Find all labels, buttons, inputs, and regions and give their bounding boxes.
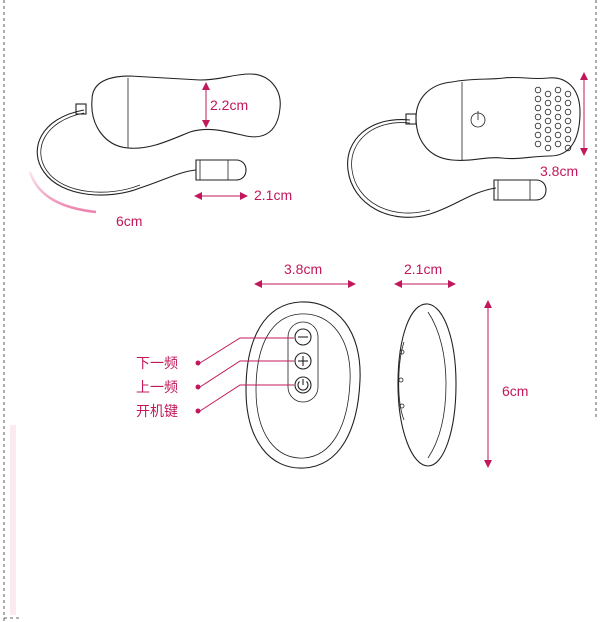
egg-side-body [415,76,581,161]
texture-dot [564,117,572,125]
button-callouts: 下一频 上一频 开机键 [136,337,294,420]
power-icon [297,379,309,391]
texture-dot [534,131,542,139]
remote-depth-dimension: 2.1cm [394,261,456,288]
egg-front-cable [36,109,197,196]
texture-dot [544,144,552,152]
plus-icon [298,356,308,366]
texture-dot [534,122,542,130]
egg-front-length-label: 6cm [116,213,142,229]
texture-dot [564,108,572,116]
remote-side-view [397,303,457,467]
texture-dot [534,104,542,112]
texture-dot [544,108,552,116]
texture-dot [564,90,572,98]
texture-dot [544,135,552,143]
egg-side-height-label: 3.8cm [540,163,578,179]
remote-plus-button[interactable] [294,352,312,370]
texture-dot [534,140,542,148]
egg-front-view: 2.2cm 2.1cm 6cm [28,73,292,229]
remote-width-dimension: 3.8cm [254,261,356,288]
texture-dot [564,144,572,152]
svg-text:3.8cm: 3.8cm [284,261,322,277]
egg-front-width-label: 2.2cm [210,97,248,113]
egg-front-body [91,73,281,149]
texture-dot [544,90,552,98]
egg-power-icon [470,111,486,128]
egg-side-cable [347,119,497,218]
texture-dot [534,86,542,94]
texture-dot [554,86,562,94]
egg-side-view: 3.8cm [347,72,588,218]
egg-front-plug-label: 2.1cm [254,187,292,203]
remote-height-dimension: 6cm [484,300,528,468]
egg-front-length-arc [28,171,97,214]
callout-label-power-key: 开机键 [136,404,178,420]
texture-dot [564,99,572,107]
texture-dot [554,104,562,112]
texture-dot [534,95,542,103]
texture-dot [544,126,552,134]
callout-label-next-frequency: 上一频 [136,380,178,396]
texture-dot [554,113,562,121]
texture-dot [544,99,552,107]
texture-dot [554,122,562,130]
egg-side-plug [493,179,547,201]
texture-dot [564,135,572,143]
texture-dot [564,126,572,134]
egg-dot-texture [534,86,572,152]
remote-minus-button[interactable] [294,328,312,346]
texture-dot [554,131,562,139]
texture-dot [554,140,562,148]
remote-power-button[interactable] [294,376,312,394]
faint-edge-strip [10,425,16,615]
callout-label-prev-frequency: 下一频 [136,356,178,372]
svg-text:6cm: 6cm [502,383,528,399]
svg-text:2.1cm: 2.1cm [404,261,442,277]
egg-front-plug [195,159,247,181]
texture-dot [534,113,542,121]
texture-dot [554,95,562,103]
remote-front-view [245,301,361,469]
texture-dot [544,117,552,125]
